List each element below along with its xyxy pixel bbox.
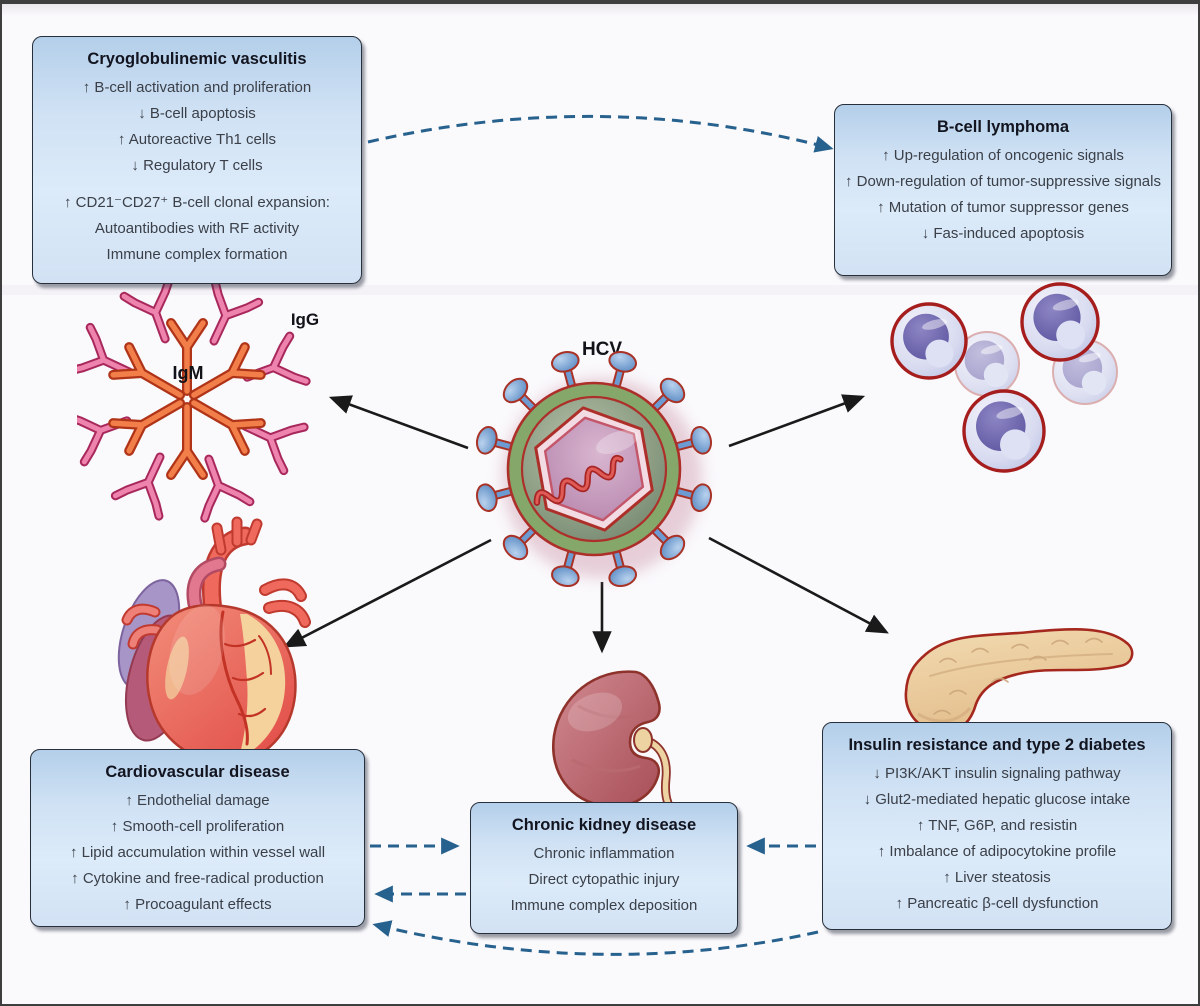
box-line: ↑ Down-regulation of tumor-suppressive s… xyxy=(845,173,1161,190)
arrow-vasculitis-to-lymphoma xyxy=(367,114,834,153)
box-line: ↑ TNF, G6P, and resistin xyxy=(916,817,1078,834)
immune-complex-illustration xyxy=(77,282,311,523)
heart-coronary-arteries xyxy=(219,610,272,746)
igg-label: IgG xyxy=(290,310,320,329)
arrow-virus-to-heart xyxy=(283,538,492,648)
box-line: ↑ Endothelial damage xyxy=(125,792,270,809)
kidney-pelvis xyxy=(633,727,653,753)
arrow-virus-to-immune-complex xyxy=(328,395,469,450)
box-line: ↓ Fas-induced apoptosis xyxy=(921,225,1085,242)
kidney-crease xyxy=(571,758,641,773)
igm-label: IgM xyxy=(172,363,204,383)
cryoglobulinemic-vasculitis-box: Cryoglobulinemic vasculitis ↑ B-cell act… xyxy=(32,36,362,284)
box-title-b-cell-lymphoma: B-cell lymphoma xyxy=(936,118,1070,136)
heart-fat-streak xyxy=(165,636,189,700)
page-top-shading xyxy=(2,4,1198,16)
heart-illustration xyxy=(117,516,311,765)
arrows-layer xyxy=(283,114,889,956)
box-line: Immune complex deposition xyxy=(510,897,698,914)
box-line: ↓ PI3K/AKT insulin signaling pathway xyxy=(873,765,1121,782)
virion-spikes xyxy=(475,350,713,588)
kidney-highlight xyxy=(567,692,623,732)
b-cell-lymphoma-box: B-cell lymphoma ↑ Up-regulation of oncog… xyxy=(834,104,1172,276)
box-line: ↑ B-cell activation and proliferation xyxy=(82,79,312,96)
box-title-chronic-kidney-disease: Chronic kidney disease xyxy=(511,816,697,834)
box-title-insulin-resistance: Insulin resistance and type 2 diabetes xyxy=(848,736,1146,754)
box-line: Immune complex formation xyxy=(106,246,288,263)
box-line: ↓ Regulatory T cells xyxy=(131,157,263,174)
arrow-virus-to-pancreas xyxy=(708,536,889,634)
heart-highlight xyxy=(169,605,225,695)
cardiovascular-disease-box: Cardiovascular disease ↑ Endothelial dam… xyxy=(30,749,365,927)
box-line: ↑ CD21⁻CD27⁺ B-cell clonal expansion: xyxy=(64,194,330,211)
box-line: ↑ Mutation of tumor suppressor genes xyxy=(877,199,1129,216)
box-line: ↓ Glut2-mediated hepatic glucose intake xyxy=(863,791,1131,808)
virion-rna xyxy=(533,454,624,506)
box-title-cryoglobulinemic-vasculitis: Cryoglobulinemic vasculitis xyxy=(87,50,307,68)
bcell-faded xyxy=(954,331,1020,397)
box-line: ↑ Up-regulation of oncogenic signals xyxy=(882,147,1124,164)
kidney-crease xyxy=(577,704,641,719)
box-line: ↑ Cytokine and free-radical production xyxy=(71,870,324,887)
pancreas-lobules xyxy=(929,637,1113,715)
igm-antibody-star xyxy=(108,318,266,480)
box-line: ↑ Autoreactive Th1 cells xyxy=(117,131,277,148)
insulin-resistance-box: Insulin resistance and type 2 diabetes ↓… xyxy=(822,722,1172,930)
bcell xyxy=(962,389,1046,473)
heart-fat-region xyxy=(239,614,286,758)
bcell xyxy=(890,302,968,380)
box-line: ↑ Imbalance of adipocytokine profile xyxy=(877,843,1117,860)
pancreas-illustration xyxy=(904,627,1134,734)
box-line: Direct cytopathic injury xyxy=(528,871,680,888)
capsid-highlight xyxy=(596,429,638,455)
heart-vessels xyxy=(121,556,311,650)
arrow-insulin-to-cardio xyxy=(372,920,819,956)
pancreas-shading xyxy=(917,706,972,723)
bcell xyxy=(1020,282,1100,362)
hcv-virion-illustration xyxy=(475,350,713,588)
box-title-cardiovascular-disease: Cardiovascular disease xyxy=(105,763,290,781)
box-line: ↑ Pancreatic β-cell dysfunction xyxy=(895,895,1099,912)
box-line: Autoantibodies with RF activity xyxy=(94,220,300,237)
kidney-illustration xyxy=(551,670,681,814)
box-line: ↓ B-cell apoptosis xyxy=(138,105,256,122)
b-cell-lymphoma-cells-illustration xyxy=(890,282,1118,473)
box-line: ↑ Smooth-cell proliferation xyxy=(110,818,285,835)
page-mid-shading xyxy=(2,285,1198,295)
chronic-kidney-disease-box: Chronic kidney disease Chronic inflammat… xyxy=(470,802,738,934)
arrow-virus-to-bcells xyxy=(728,394,866,448)
box-line: ↑ Liver steatosis xyxy=(943,869,1051,886)
box-line: ↑ Procoagulant effects xyxy=(123,896,272,913)
box-line: Chronic inflammation xyxy=(533,845,675,862)
box-line: ↑ Lipid accumulation within vessel wall xyxy=(69,844,326,861)
